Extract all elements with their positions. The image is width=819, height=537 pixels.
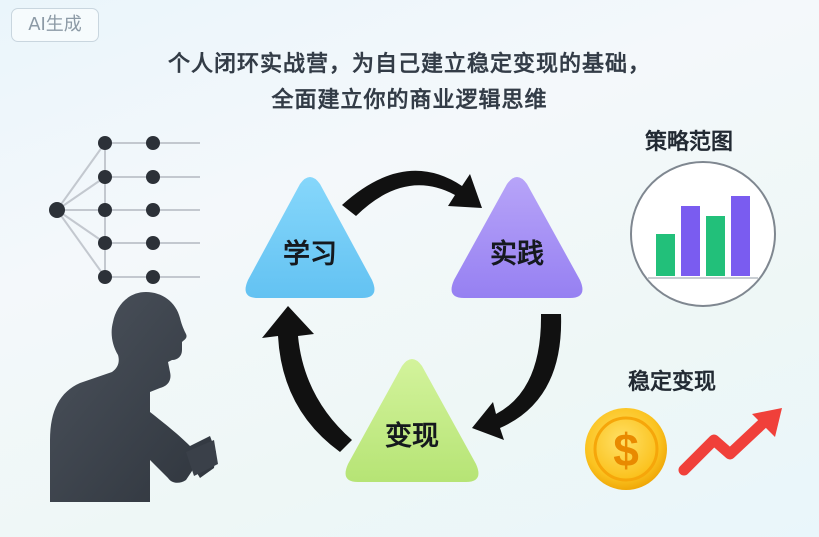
arrow-practice-to-monetize — [472, 314, 562, 440]
ai-generated-badge: AI生成 — [11, 8, 99, 42]
strategy-bar-2 — [681, 206, 700, 276]
strategy-heading: 策略范图 — [645, 130, 734, 155]
cycle-arrows — [262, 170, 562, 452]
triangle-practice — [451, 177, 583, 298]
label-practice: 实践 — [490, 239, 544, 270]
dollar-coin-icon: $ — [585, 408, 667, 490]
arrow-learn-to-practice — [342, 170, 482, 216]
strategy-chart-icon — [630, 161, 776, 307]
reading-person-silhouette — [50, 292, 218, 502]
triangle-learn — [245, 177, 375, 298]
strategy-bar-1 — [656, 234, 675, 276]
label-learn: 学习 — [283, 239, 337, 270]
strategy-bar-3 — [706, 216, 725, 276]
network-tree-icon — [49, 136, 200, 284]
stable-monetize-heading: 稳定变现 — [628, 370, 717, 395]
coin-symbol: $ — [613, 424, 639, 476]
strategy-bar-4 — [731, 196, 750, 276]
arrow-monetize-to-learn — [262, 306, 352, 452]
page-title-line-1: 个人闭环实战营，为自己建立稳定变现的基础， — [167, 52, 651, 77]
label-monetize: 变现 — [385, 421, 439, 452]
growth-arrow-icon — [678, 408, 782, 476]
triangle-monetize — [345, 359, 479, 482]
page-title-line-2: 全面建立你的商业逻辑思维 — [271, 88, 548, 113]
